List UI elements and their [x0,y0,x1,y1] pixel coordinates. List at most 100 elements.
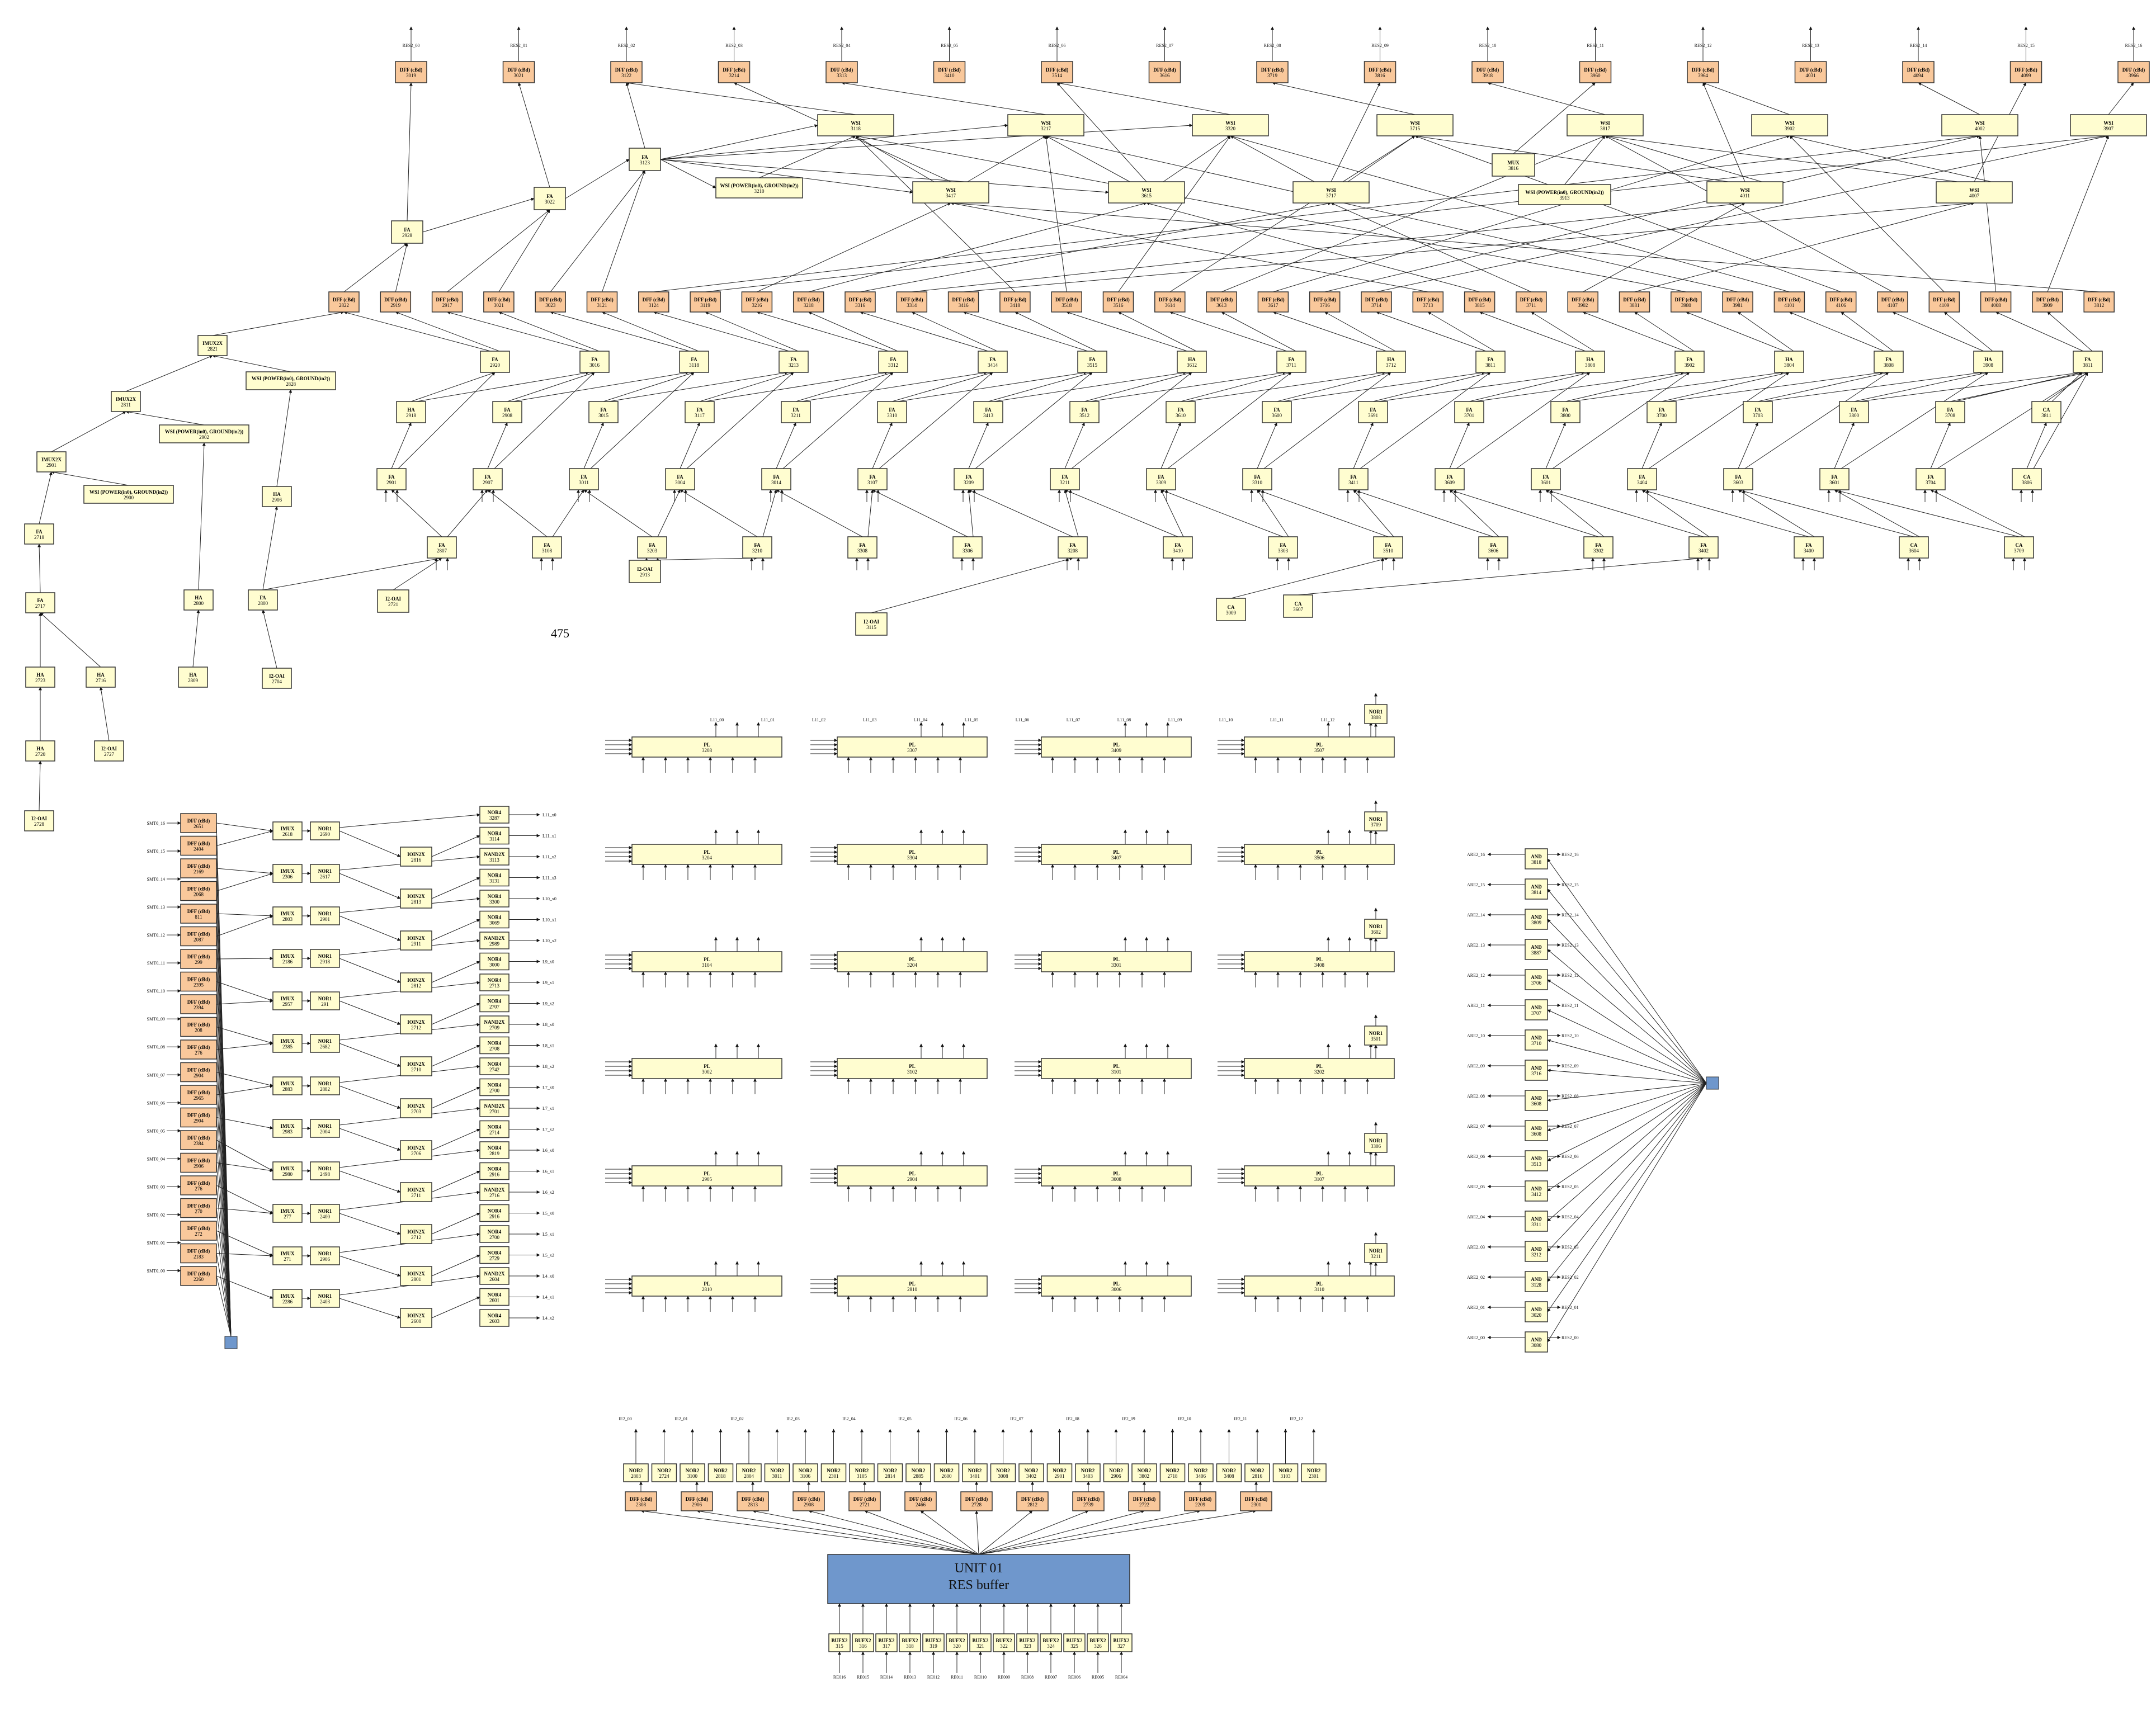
bottom-dff-7[interactable]: DFF (cBd)2812 [1016,1491,1049,1511]
res-dff-5[interactable]: DFF (cBd)3410 [933,61,966,83]
dff-mid-16[interactable]: DFF (cBd)3614 [1154,291,1186,313]
res-dff-12[interactable]: DFF (cBd)3964 [1687,61,1719,83]
res-dff-1[interactable]: DFF (cBd)3021 [502,61,535,83]
dff-mid-12[interactable]: DFF (cBd)3416 [947,291,979,313]
left-dff-15[interactable]: DFF (cBd)2906 [180,1152,217,1173]
res-dff-11[interactable]: DFF (cBd)3960 [1579,61,1612,83]
left-dff-7[interactable]: DFF (cBd)2395 [180,971,217,992]
bottom-dff-4[interactable]: DFF (cBd)2721 [848,1491,881,1511]
left-dff-20[interactable]: DFF (cBd)2260 [180,1266,217,1286]
dff-mid-7[interactable]: DFF (cBd)3119 [690,291,721,313]
wsi-power-4[interactable]: WSI (POWER(in0), GROUND(in2))2900 [83,485,174,504]
left-dff-14[interactable]: DFF (cBd)2384 [180,1130,217,1150]
res-dff-6[interactable]: DFF (cBd)3514 [1041,61,1073,83]
res-dff-3[interactable]: DFF (cBd)3214 [718,61,751,83]
dff-mid-34[interactable]: DFF (cBd)3812 [2083,291,2115,313]
left-dff-10[interactable]: DFF (cBd)276 [180,1039,217,1060]
left-dff-3[interactable]: DFF (cBd)2068 [180,881,217,901]
left-dff-1[interactable]: DFF (cBd)2404 [180,835,217,856]
bottom-dff-0[interactable]: DFF (cBd)2308 [625,1491,657,1511]
dff-mid-8[interactable]: DFF (cBd)3216 [741,291,773,313]
left-dff-8[interactable]: DFF (cBd)2394 [180,994,217,1014]
left-dff-17[interactable]: DFF (cBd)270 [180,1198,217,1218]
res-dff-15[interactable]: DFF (cBd)4099 [2009,61,2042,83]
left-dff-2[interactable]: DFF (cBd)2169 [180,858,217,878]
dff-mid-20[interactable]: DFF (cBd)3714 [1361,291,1392,313]
dff-mid-19[interactable]: DFF (cBd)3716 [1309,291,1341,313]
dff-mid-13[interactable]: DFF (cBd)3418 [999,291,1031,313]
res-dff-14[interactable]: DFF (cBd)4094 [1902,61,1935,83]
bottom-dff-11[interactable]: DFF (cBd)2301 [1240,1491,1272,1511]
left-dff-13[interactable]: DFF (cBd)2904 [180,1107,217,1128]
